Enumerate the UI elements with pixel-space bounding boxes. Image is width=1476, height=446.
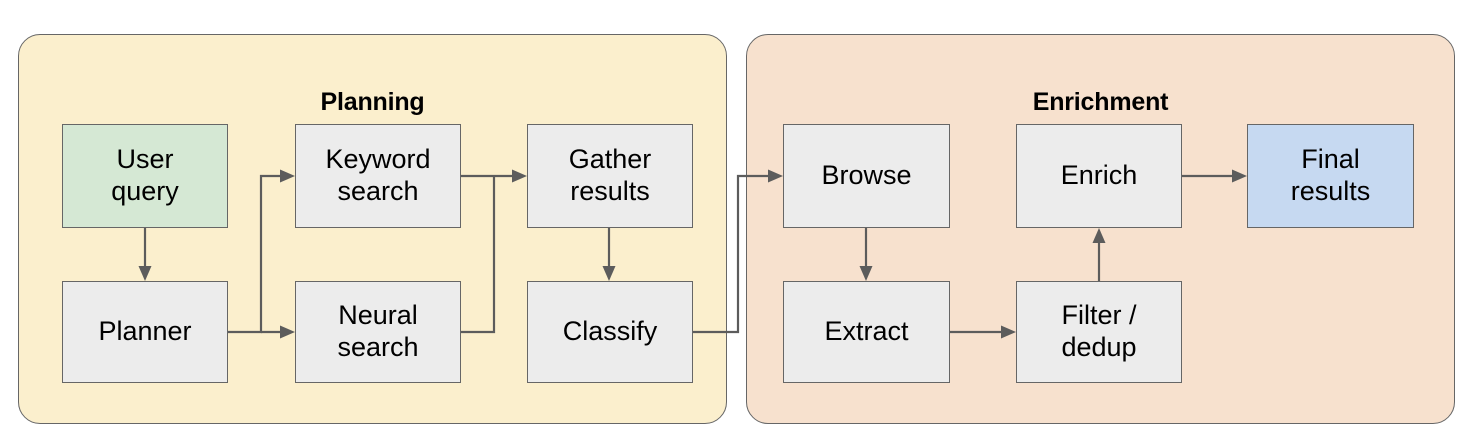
node-enrich[interactable]: Enrich <box>1016 124 1182 228</box>
node-keyword-search[interactable]: Keyword search <box>295 124 461 228</box>
node-browse[interactable]: Browse <box>783 124 950 228</box>
node-neural-search[interactable]: Neural search <box>295 281 461 383</box>
node-extract[interactable]: Extract <box>783 281 950 383</box>
node-filter-dedup[interactable]: Filter / dedup <box>1016 281 1182 383</box>
node-gather-results[interactable]: Gather results <box>527 124 693 228</box>
node-classify[interactable]: Classify <box>527 281 693 383</box>
node-planner[interactable]: Planner <box>62 281 228 383</box>
panel-planning-title: Planning <box>320 88 425 116</box>
node-user-query[interactable]: User query <box>62 124 228 228</box>
node-final-results[interactable]: Final results <box>1247 124 1414 228</box>
panel-enrichment-title: Enrichment <box>1032 88 1169 116</box>
